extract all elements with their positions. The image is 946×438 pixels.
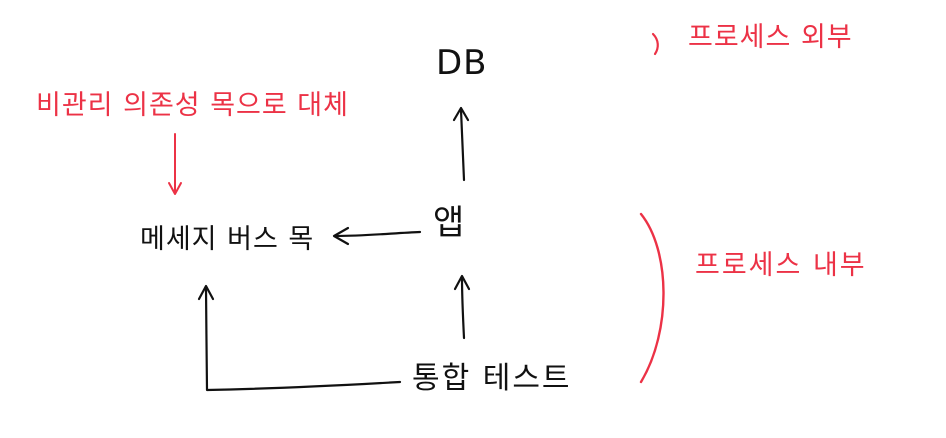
node-integration-test: 통합 테스트 [412,361,572,396]
node-db: DB [436,43,488,83]
process-inside-bracket [639,212,665,384]
arrow-test-to-app-head [453,274,471,291]
arrow-test-to-bus-head [197,284,215,301]
arrow-app-to-db [459,108,466,182]
annotation-unmanaged-dependency-mock: 비관리 의존성 목으로 대체 [36,90,349,121]
annotation-process-inside: 프로세스 내부 [695,250,867,281]
arrow-test-to-app [460,276,466,340]
annotation-process-outside: 프로세스 외부 [688,22,853,53]
arrow-test-to-bus [204,286,402,392]
node-app: 앱 [433,203,465,243]
process-outside-bracket [651,32,659,56]
arrow-app-to-bus [334,230,422,238]
arrow-app-to-db-head [452,106,470,122]
arrow-annotation-down-head [168,182,182,195]
node-message-bus-mock: 메세지 버스 목 [140,224,315,255]
arrow-app-to-bus-head [332,226,350,246]
